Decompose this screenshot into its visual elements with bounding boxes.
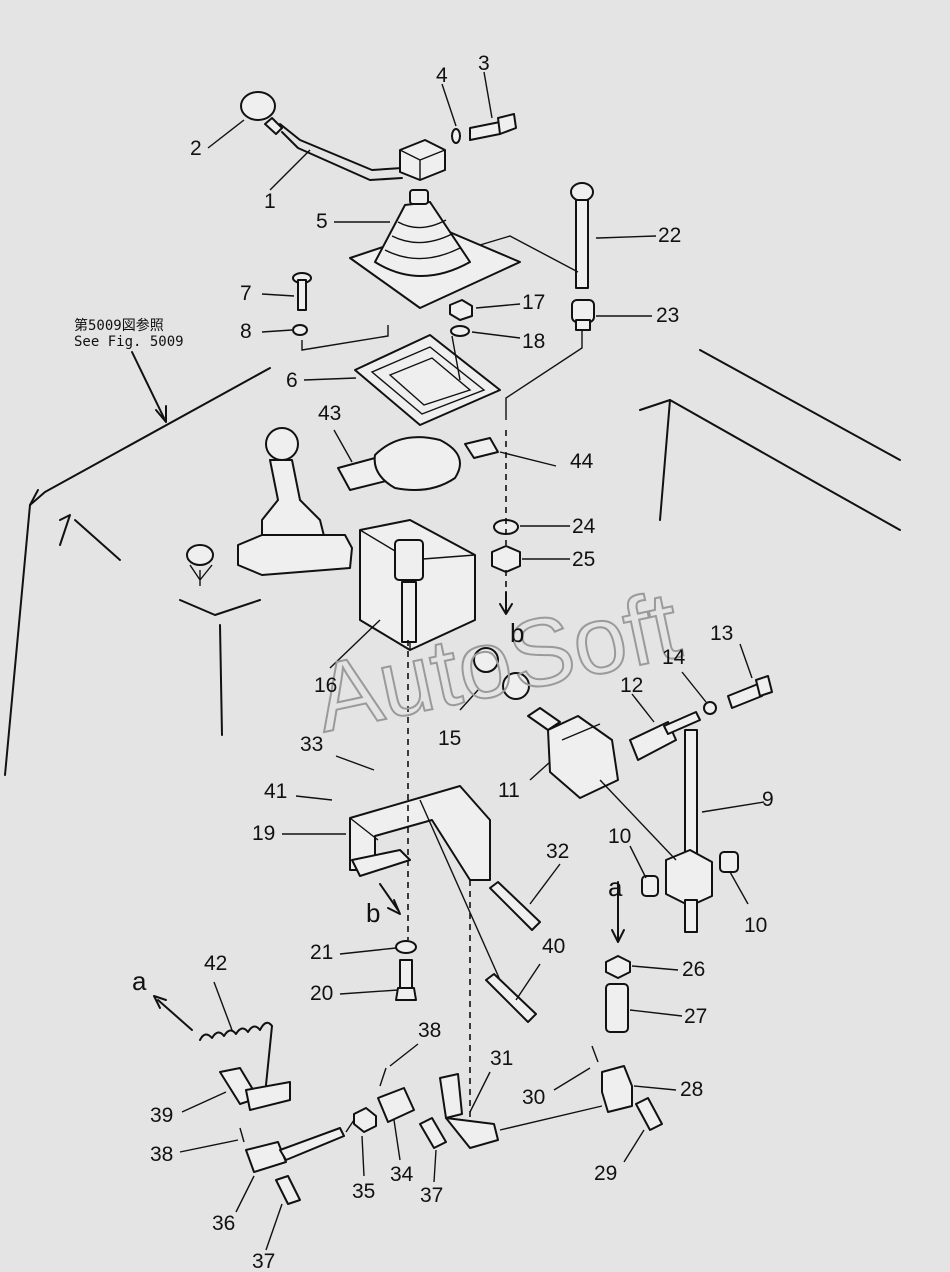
part-label-31: 31 — [490, 1047, 513, 1070]
part-label-17: 17 — [522, 291, 545, 314]
part-label-41: 41 — [264, 780, 287, 803]
part-label-34: 34 — [390, 1163, 414, 1186]
part-label-25: 25 — [572, 548, 595, 571]
part-label-20: 20 — [310, 982, 333, 1005]
reference-letter-labels: b a b a — [132, 618, 623, 996]
part-label-23: 23 — [656, 304, 679, 327]
reference-label-b: b — [510, 618, 524, 648]
small-fasteners-upper — [292, 272, 473, 337]
part-label-3: 3 — [478, 52, 490, 75]
boot-part-5 — [349, 189, 521, 309]
part-label-44: 44 — [570, 450, 594, 473]
part-label-1: 1 — [264, 190, 276, 213]
part-label-2: 2 — [190, 137, 202, 160]
part-label-32: 32 — [546, 840, 569, 863]
part-label-12: 12 — [620, 674, 643, 697]
reference-arrows — [131, 351, 625, 1031]
part-label-26: 26 — [682, 958, 705, 981]
pins-32-40 — [485, 881, 541, 1023]
part-label-40: 40 — [542, 935, 565, 958]
part-label-4: 4 — [436, 64, 448, 87]
part-label-33: 33 — [300, 733, 323, 756]
plate-part-6 — [354, 334, 501, 426]
bushings-part-15 — [473, 647, 530, 700]
part-label-11: 11 — [498, 779, 520, 802]
bracket-part-19 — [349, 785, 491, 881]
part-label-18: 18 — [522, 330, 545, 353]
reference-label-a: a — [608, 872, 623, 902]
figure-note-english: See Fig. 5009 — [74, 334, 184, 350]
reference-label-a: a — [132, 966, 147, 996]
part-label-39: 39 — [150, 1104, 173, 1127]
part-label-28: 28 — [680, 1078, 703, 1101]
yoke-part-11 — [527, 675, 773, 799]
part-label-38: 38 — [150, 1143, 173, 1166]
part-label-6: 6 — [286, 369, 298, 392]
part-label-5: 5 — [316, 210, 328, 233]
lever-assembly — [240, 91, 517, 181]
spring-link-assembly — [199, 1021, 345, 1205]
part-label-36: 36 — [212, 1212, 235, 1235]
part-label-14: 14 — [662, 646, 686, 669]
rod-end-parts — [601, 955, 663, 1131]
reference-label-b: b — [366, 898, 380, 928]
machine-body-outline — [4, 349, 901, 776]
bracket-part-16 — [359, 519, 476, 651]
part-label-7: 7 — [240, 282, 252, 305]
part-label-10: 10 — [744, 914, 767, 937]
part-label-10: 10 — [608, 825, 631, 848]
part-label-42: 42 — [204, 952, 227, 975]
part-label-21: 21 — [310, 941, 333, 964]
label-leaders — [179, 71, 765, 1251]
part-label-29: 29 — [594, 1162, 617, 1185]
part-label-27: 27 — [684, 1005, 707, 1028]
shaft-part-9 — [641, 729, 739, 933]
gasket-parts — [337, 436, 499, 491]
part-label-43: 43 — [318, 402, 341, 425]
part-label-9: 9 — [762, 788, 774, 811]
part-label-24: 24 — [572, 515, 596, 538]
part-label-15: 15 — [438, 727, 461, 750]
part-label-8: 8 — [240, 320, 252, 343]
part-label-38: 38 — [418, 1019, 441, 1042]
part-label-35: 35 — [352, 1180, 375, 1203]
part-label-22: 22 — [658, 224, 681, 247]
part-label-30: 30 — [522, 1086, 545, 1109]
part-label-19: 19 — [252, 822, 275, 845]
part-label-13: 13 — [710, 622, 733, 645]
bolt-part-20 — [395, 940, 417, 1001]
part-label-37: 37 — [420, 1184, 443, 1207]
part-label-16: 16 — [314, 674, 337, 697]
background-lever — [186, 427, 353, 586]
lower-link-assembly — [239, 1045, 599, 1149]
figure-note-japanese: 第5009図参照 — [74, 317, 164, 334]
rod-part-22 — [570, 182, 595, 331]
part-label-37: 37 — [252, 1250, 275, 1272]
nut-washer-24-25 — [491, 519, 521, 573]
